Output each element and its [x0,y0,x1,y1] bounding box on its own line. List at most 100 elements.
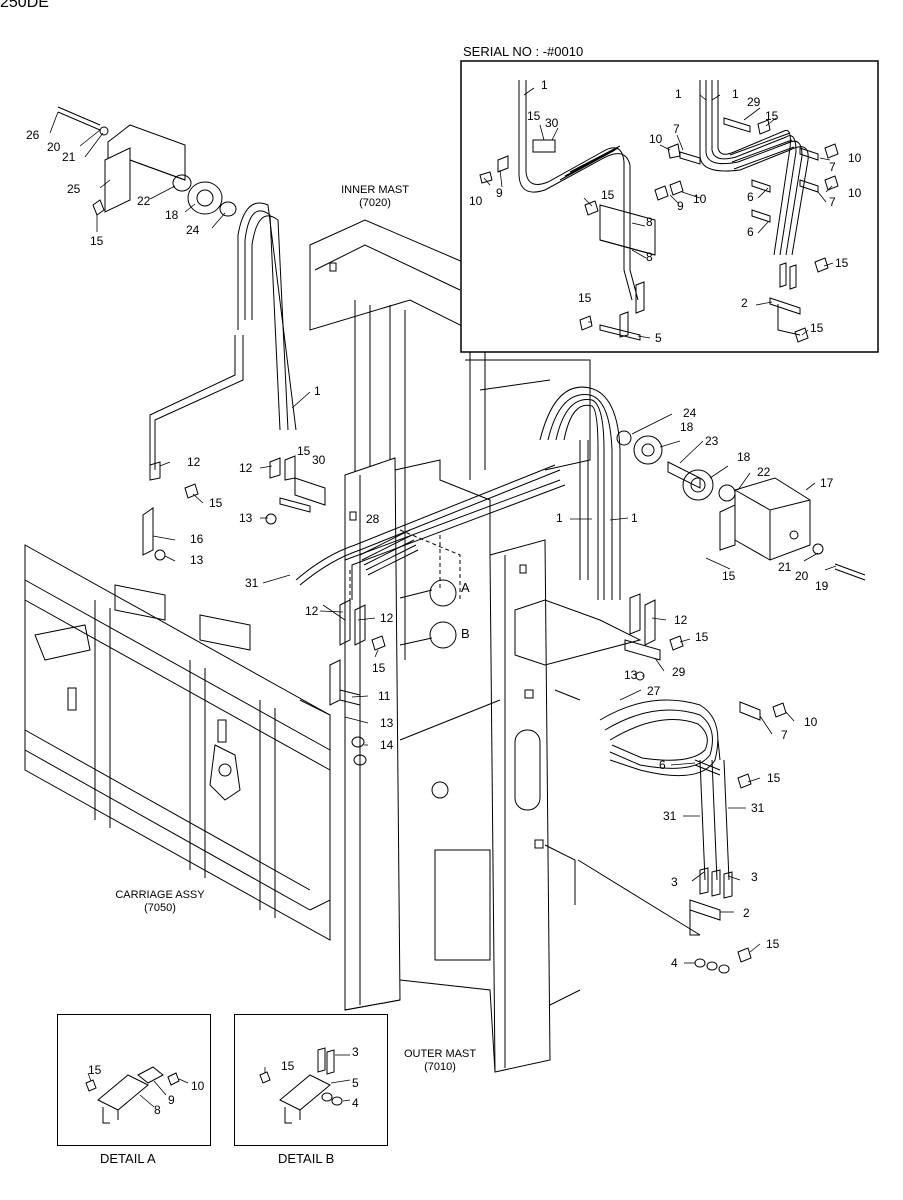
detail-a-part-10: 10 [191,1079,205,1093]
callout-18: 18 [680,420,694,434]
callout-26: 26 [26,128,40,142]
callout-31: 31 [751,801,765,815]
serial-callout-7: 7 [829,160,836,174]
detail-b-part-3: 3 [352,1045,359,1059]
callout-12: 12 [187,455,201,469]
detail-a-part-8: 8 [154,1103,161,1117]
serial-callout-2: 2 [741,296,748,310]
callout-20: 20 [47,140,61,154]
callout-19: 19 [815,579,829,593]
callout-24: 24 [683,406,697,420]
serial-callout-15: 15 [601,188,615,202]
callout-1: 1 [314,384,321,398]
callout-12: 12 [239,461,253,475]
callout-31: 31 [663,809,677,823]
callout-10: 10 [804,715,818,729]
detail-marker-b: B [461,626,470,641]
callout-15: 15 [695,630,709,644]
serial-callout-6: 6 [747,225,754,239]
serial-callout-10: 10 [469,194,483,208]
callout-30: 30 [312,453,326,467]
callout-22: 22 [137,194,151,208]
callout-7: 7 [781,728,788,742]
callout-18: 18 [737,450,751,464]
serial-callout-15: 15 [765,109,779,123]
callout-14: 14 [380,738,394,752]
callout-13: 13 [380,716,394,730]
detail-b-drawing [235,1015,387,1145]
callout-28: 28 [366,512,380,526]
serial-number-label: SERIAL NO : -#0010 [463,44,584,59]
callout-15: 15 [297,444,311,458]
callout-13: 13 [624,668,638,682]
callout-15: 15 [722,569,736,583]
callout-1: 1 [556,511,563,525]
detail-b-title: DETAIL B [278,1151,335,1166]
callout-4: 4 [671,956,678,970]
serial-callout-15: 15 [578,291,592,305]
serial-callout-5: 5 [655,331,662,345]
callout-11: 11 [378,689,391,703]
inner-mast-name: INNER MAST [341,184,409,196]
callout-2: 2 [743,906,750,920]
serial-callout-15: 15 [527,109,541,123]
carriage-assy-label: CARRIAGE ASSY (7050) [100,889,220,915]
serial-callout-15: 15 [835,256,849,270]
carriage-assy-name: CARRIAGE ASSY [115,889,205,901]
detail-a-box: 15 8 9 10 [57,1014,211,1146]
callout-25: 25 [67,182,81,196]
callout-24: 24 [186,223,200,237]
outer-mast-name: OUTER MAST [403,1048,477,1060]
serial-callout-8: 8 [646,250,653,264]
callout-22: 22 [757,465,771,479]
outer-mast-label: OUTER MAST (7010) [390,1048,490,1074]
callout-15: 15 [767,771,781,785]
serial-inset [461,61,878,352]
callout-15: 15 [90,234,104,248]
callout-17: 17 [820,476,834,490]
callout-12: 12 [674,613,688,627]
callout-31: 31 [245,576,259,590]
outer-mast-code: (7010) [424,1061,456,1073]
serial-callout-7: 7 [673,122,680,136]
hose-routing [150,203,729,935]
callout-15: 15 [372,661,386,675]
detail-a-title: DETAIL A [100,1151,156,1166]
serial-callout-29: 29 [747,95,761,109]
outer-mast [345,458,640,1072]
callout-3: 3 [751,870,758,884]
serial-callout-1: 1 [541,78,548,92]
serial-callout-10: 10 [693,192,707,206]
callout-15: 15 [209,496,223,510]
callout-29: 29 [672,665,686,679]
callout-21: 21 [62,150,76,164]
page-code: 250DE [0,0,49,11]
detail-a-drawing [58,1015,210,1145]
serial-callout-1: 1 [675,87,682,101]
leader-lines [50,112,836,963]
callout-6: 6 [659,758,666,772]
callout-12: 12 [305,604,319,618]
callout-15: 15 [766,937,780,951]
serial-callout-8: 8 [646,215,653,229]
callout-20: 20 [795,569,809,583]
carriage-assembly [25,545,330,940]
detail-b-box: 15 3 5 4 [234,1014,388,1146]
serial-callout-30: 30 [545,116,559,130]
detail-b-part-15: 15 [281,1059,295,1073]
callout-21: 21 [778,560,792,574]
serial-callout-1: 1 [732,87,739,101]
serial-callout-9: 9 [496,186,503,200]
callout-13: 13 [239,511,253,525]
serial-callout-7: 7 [829,195,836,209]
right-pulley-assembly [617,431,865,580]
callout-23: 23 [705,434,719,448]
fittings [143,456,786,973]
callout-18: 18 [165,208,179,222]
callout-3: 3 [671,875,678,889]
serial-callout-15: 15 [810,321,824,335]
serial-callout-10: 10 [848,151,862,165]
detail-b-part-4: 4 [352,1096,359,1110]
callout-13: 13 [190,553,204,567]
